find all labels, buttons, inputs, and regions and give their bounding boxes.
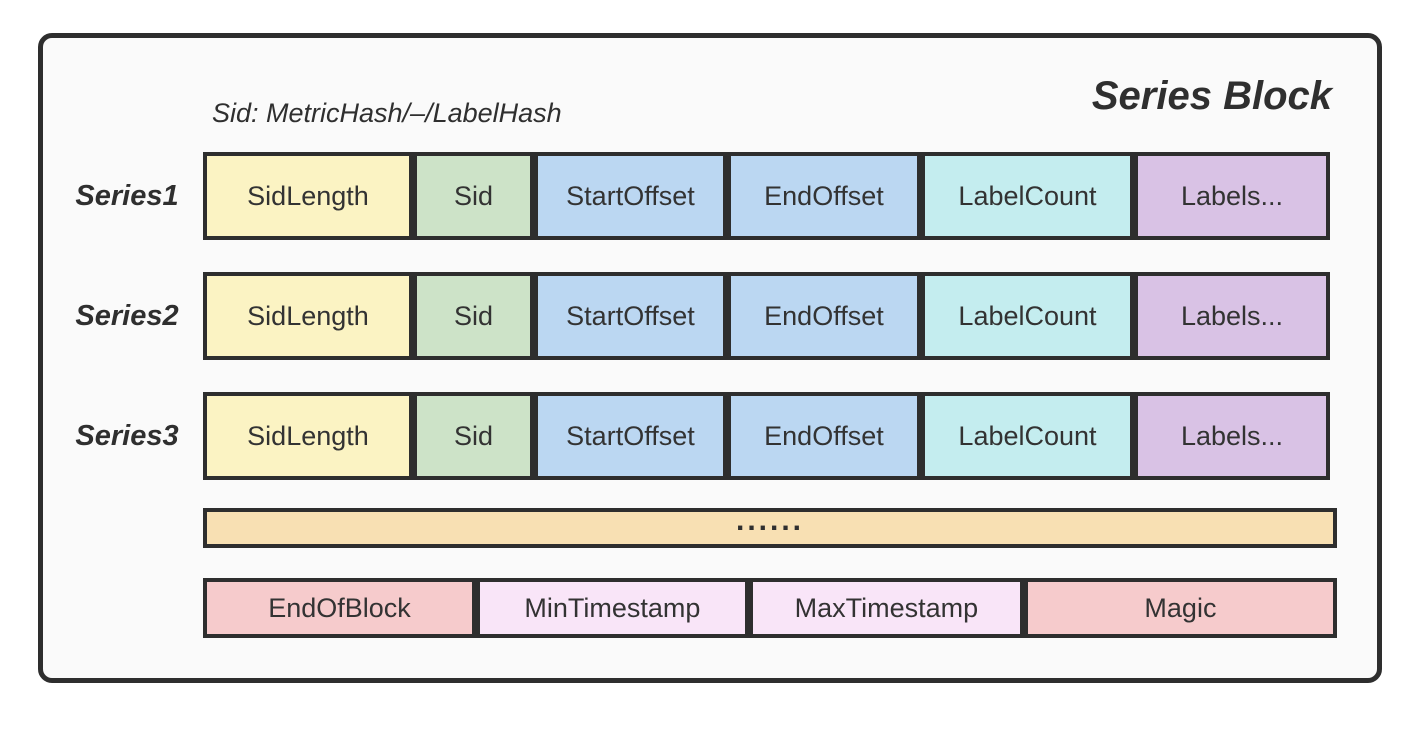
field-cell-labels: Labels... bbox=[1133, 152, 1330, 240]
block-title: Series Block bbox=[1091, 74, 1332, 118]
field-cell-labels: Labels... bbox=[1133, 392, 1330, 480]
field-cell-endoffset: EndOffset bbox=[726, 392, 921, 480]
ellipsis-text: ...... bbox=[735, 504, 804, 537]
field-cell-startoffset: StartOffset bbox=[533, 152, 727, 240]
series-row-label: Series3 bbox=[75, 420, 179, 452]
field-cell-startoffset: StartOffset bbox=[533, 272, 727, 360]
sid-note: Sid: MetricHash/–/LabelHash bbox=[212, 98, 562, 128]
series-row-label: Series1 bbox=[75, 180, 179, 212]
series-row: SidLength Sid StartOffset EndOffset Labe… bbox=[203, 392, 1330, 480]
field-cell-sid: Sid bbox=[412, 272, 534, 360]
field-cell-labelcount: LabelCount bbox=[920, 152, 1134, 240]
block-footer-row: EndOfBlock MinTimestamp MaxTimestamp Mag… bbox=[203, 578, 1337, 638]
field-cell-labelcount: LabelCount bbox=[920, 272, 1134, 360]
series-row: SidLength Sid StartOffset EndOffset Labe… bbox=[203, 272, 1330, 360]
field-cell-endoffset: EndOffset bbox=[726, 152, 921, 240]
field-cell-maxtimestamp: MaxTimestamp bbox=[748, 578, 1024, 638]
series-row: SidLength Sid StartOffset EndOffset Labe… bbox=[203, 152, 1330, 240]
field-cell-mintimestamp: MinTimestamp bbox=[475, 578, 749, 638]
field-cell-magic: Magic bbox=[1023, 578, 1337, 638]
series-row-label: Series2 bbox=[75, 300, 179, 332]
field-cell-sidlength: SidLength bbox=[203, 392, 413, 480]
field-cell-sidlength: SidLength bbox=[203, 272, 413, 360]
field-cell-endofblock: EndOfBlock bbox=[203, 578, 476, 638]
field-cell-sid: Sid bbox=[412, 152, 534, 240]
field-cell-labels: Labels... bbox=[1133, 272, 1330, 360]
field-cell-endoffset: EndOffset bbox=[726, 272, 921, 360]
field-cell-sidlength: SidLength bbox=[203, 152, 413, 240]
more-series-ellipsis-row: ...... bbox=[203, 504, 1337, 548]
field-cell-sid: Sid bbox=[412, 392, 534, 480]
field-cell-startoffset: StartOffset bbox=[533, 392, 727, 480]
field-cell-labelcount: LabelCount bbox=[920, 392, 1134, 480]
